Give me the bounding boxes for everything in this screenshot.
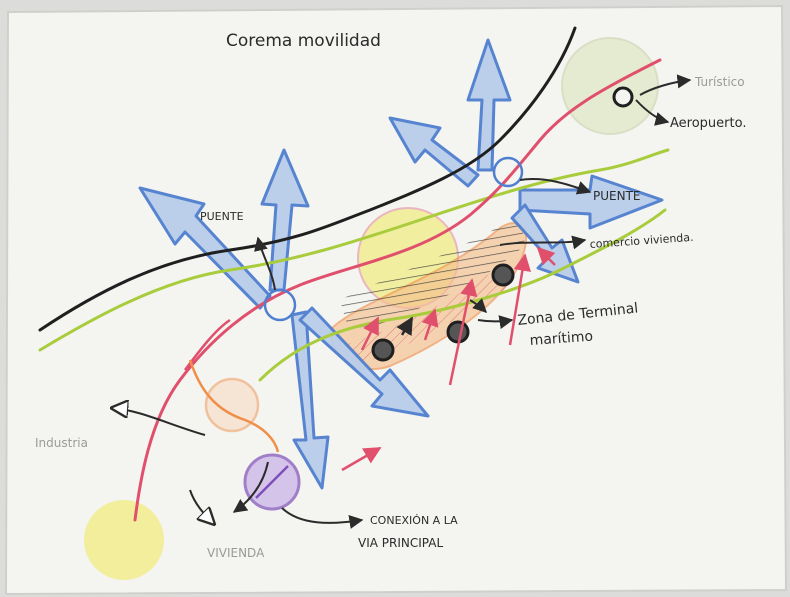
label-industria: Industria	[35, 436, 88, 450]
label-conexion-2: VIA PRINCIPAL	[358, 536, 443, 550]
terminal-node-2	[448, 322, 468, 342]
label-puente-right: PUENTE	[593, 189, 641, 203]
label-vivienda: VIVIENDA	[207, 546, 265, 560]
label-aeropuerto: Aeropuerto.	[670, 116, 746, 131]
terminal-node-1	[373, 340, 393, 360]
label-puente-left: PUENTE	[200, 210, 244, 223]
label-conexion-1: CONEXIÓN A LA	[370, 514, 458, 527]
diagram-title: Corema movilidad	[226, 31, 381, 51]
label-turistico: Turístico	[694, 75, 745, 89]
terminal-node-3	[493, 265, 513, 285]
housing-yellow-zone	[84, 500, 164, 580]
airport-node	[614, 88, 632, 106]
